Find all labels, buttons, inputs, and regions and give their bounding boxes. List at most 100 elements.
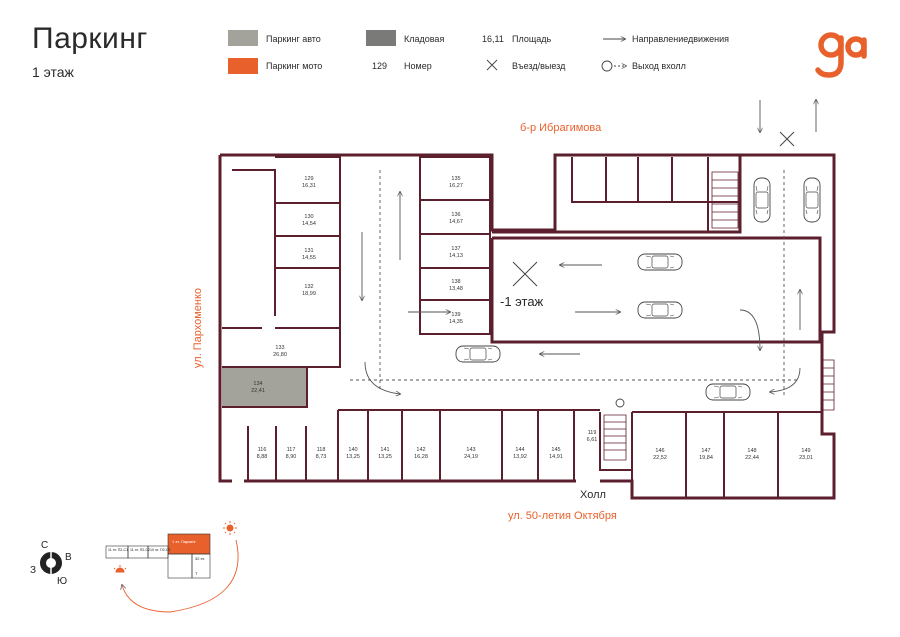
svg-text:14,13: 14,13 [449,253,463,259]
space-labels: 129 16,31 130 14,54 131 14,55 132 18,99 … [251,176,813,461]
compass-west: З [30,565,36,576]
svg-text:22,44: 22,44 [745,455,759,461]
space-116-area: 8,88 [257,454,268,460]
svg-text:138: 138 [451,279,460,285]
svg-text:139: 139 [451,312,460,318]
space-138-num: 138 [451,279,460,285]
svg-text:116: 116 [258,447,267,453]
street-top: б-р Ибрагимова [520,122,602,134]
svg-text:22,41: 22,41 [251,388,265,394]
car-icons [455,177,821,401]
space-133-area: 26,80 [273,352,287,358]
svg-text:144: 144 [515,447,524,453]
space-141-area: 13,25 [378,454,392,460]
keymap-cell-2: 11 эт. П2-С2 [130,548,150,552]
compass-north: С [41,540,48,551]
svg-text:140: 140 [348,447,357,453]
legend-entry: Въезд/выезд [512,61,566,71]
space-135-area: 16,27 [449,183,463,189]
svg-text:26,80: 26,80 [273,352,287,358]
entry-crosses [512,131,795,287]
svg-text:1 эт. Паркинг: 1 эт. Паркинг [172,539,196,544]
svg-text:19,84: 19,84 [699,455,713,461]
legend-exit-glyph [601,60,626,72]
svg-text:16,31: 16,31 [302,183,316,189]
svg-text:129: 129 [304,176,313,182]
space-143-area: 24,19 [464,454,478,460]
svg-text:24,19: 24,19 [464,454,478,460]
space-140-num: 140 [348,447,357,453]
compass-south: Ю [57,576,67,587]
svg-text:18,99: 18,99 [302,291,316,297]
svg-text:В: В [65,552,72,563]
key-map: 11 эт. П2-С1 11 эт. П2-С2 10 эт. П2-С3 1… [105,521,239,613]
street-bottom: ул. 50-летия Октября [508,510,617,522]
space-141-num: 141 [380,447,389,453]
legend-storage: Кладовая [404,34,445,44]
svg-text:117: 117 [287,447,296,453]
svg-text:141: 141 [380,447,389,453]
compass-east: В [65,552,72,563]
keymap-bottom-2: Т [195,571,198,576]
svg-text:13,48: 13,48 [449,286,463,292]
svg-text:10 эт. П2-С3: 10 эт. П2-С3 [150,548,170,552]
space-143-num: 143 [466,447,475,453]
space-145-num: 145 [551,447,560,453]
legend-area-sample: 16,11 [482,34,504,44]
svg-text:14,67: 14,67 [449,219,463,225]
car-parking-swatch [228,30,258,46]
svg-text:Ю: Ю [57,576,67,587]
space-134-area: 22,41 [251,388,265,394]
svg-text:14,54: 14,54 [302,221,316,227]
svg-text:135: 135 [451,176,460,182]
space-144-num: 144 [515,447,524,453]
page-title: Паркинг [32,22,148,55]
space-147-area: 19,84 [699,455,713,461]
svg-text:13,92: 13,92 [513,454,527,460]
svg-text:З: З [30,565,36,576]
space-134-fill [222,367,307,407]
legend-direction: Направлениедвижения [632,34,729,44]
svg-text:8,88: 8,88 [257,454,268,460]
space-129-area: 16,31 [302,183,316,189]
svg-text:130: 130 [304,214,313,220]
svg-text:131: 131 [304,248,313,254]
keymap-cell-3: 10 эт. П2-С3 [150,548,170,552]
logo [815,32,867,78]
svg-text:С: С [41,540,48,551]
space-142-area: 16,28 [414,454,428,460]
keymap-cell-1: 11 эт. П2-С1 [108,548,128,552]
space-136-num: 136 [451,212,460,218]
space-138-area: 13,48 [449,286,463,292]
space-148-area: 22,44 [745,455,759,461]
inner-walls [222,156,822,498]
space-139-num: 139 [451,312,460,318]
svg-text:143: 143 [466,447,475,453]
svg-text:11 эт. П2-С2: 11 эт. П2-С2 [130,548,150,552]
svg-text:14,55: 14,55 [302,255,316,261]
keymap-bottom-1: 32 эт. [195,556,205,561]
svg-text:137: 137 [451,246,460,252]
space-137-area: 14,13 [449,253,463,259]
svg-text:148: 148 [747,448,756,454]
legend-number-sample: 129 [372,61,388,71]
space-145-area: 14,91 [549,454,563,460]
space-117-num: 117 [287,447,296,453]
hall-exit-circle [615,398,625,408]
space-137-num: 137 [451,246,460,252]
storage-swatch [366,30,396,46]
hall-label: Холл [580,489,606,501]
legend-number: Номер [404,61,432,71]
space-139-area: 14,35 [449,319,463,325]
space-116-num: 116 [258,447,267,453]
svg-text:6,61: 6,61 [587,437,598,443]
space-117-area: 8,90 [286,454,297,460]
keymap-moto-cell: 1 эт. Паркинг [172,539,196,544]
svg-text:16,28: 16,28 [414,454,428,460]
space-135-num: 135 [451,176,460,182]
space-130-area: 14,54 [302,221,316,227]
legend-entry-cross [486,59,498,71]
stairs [603,171,835,461]
space-133-num: 133 [275,345,284,351]
legend-area: Площадь [512,34,552,44]
